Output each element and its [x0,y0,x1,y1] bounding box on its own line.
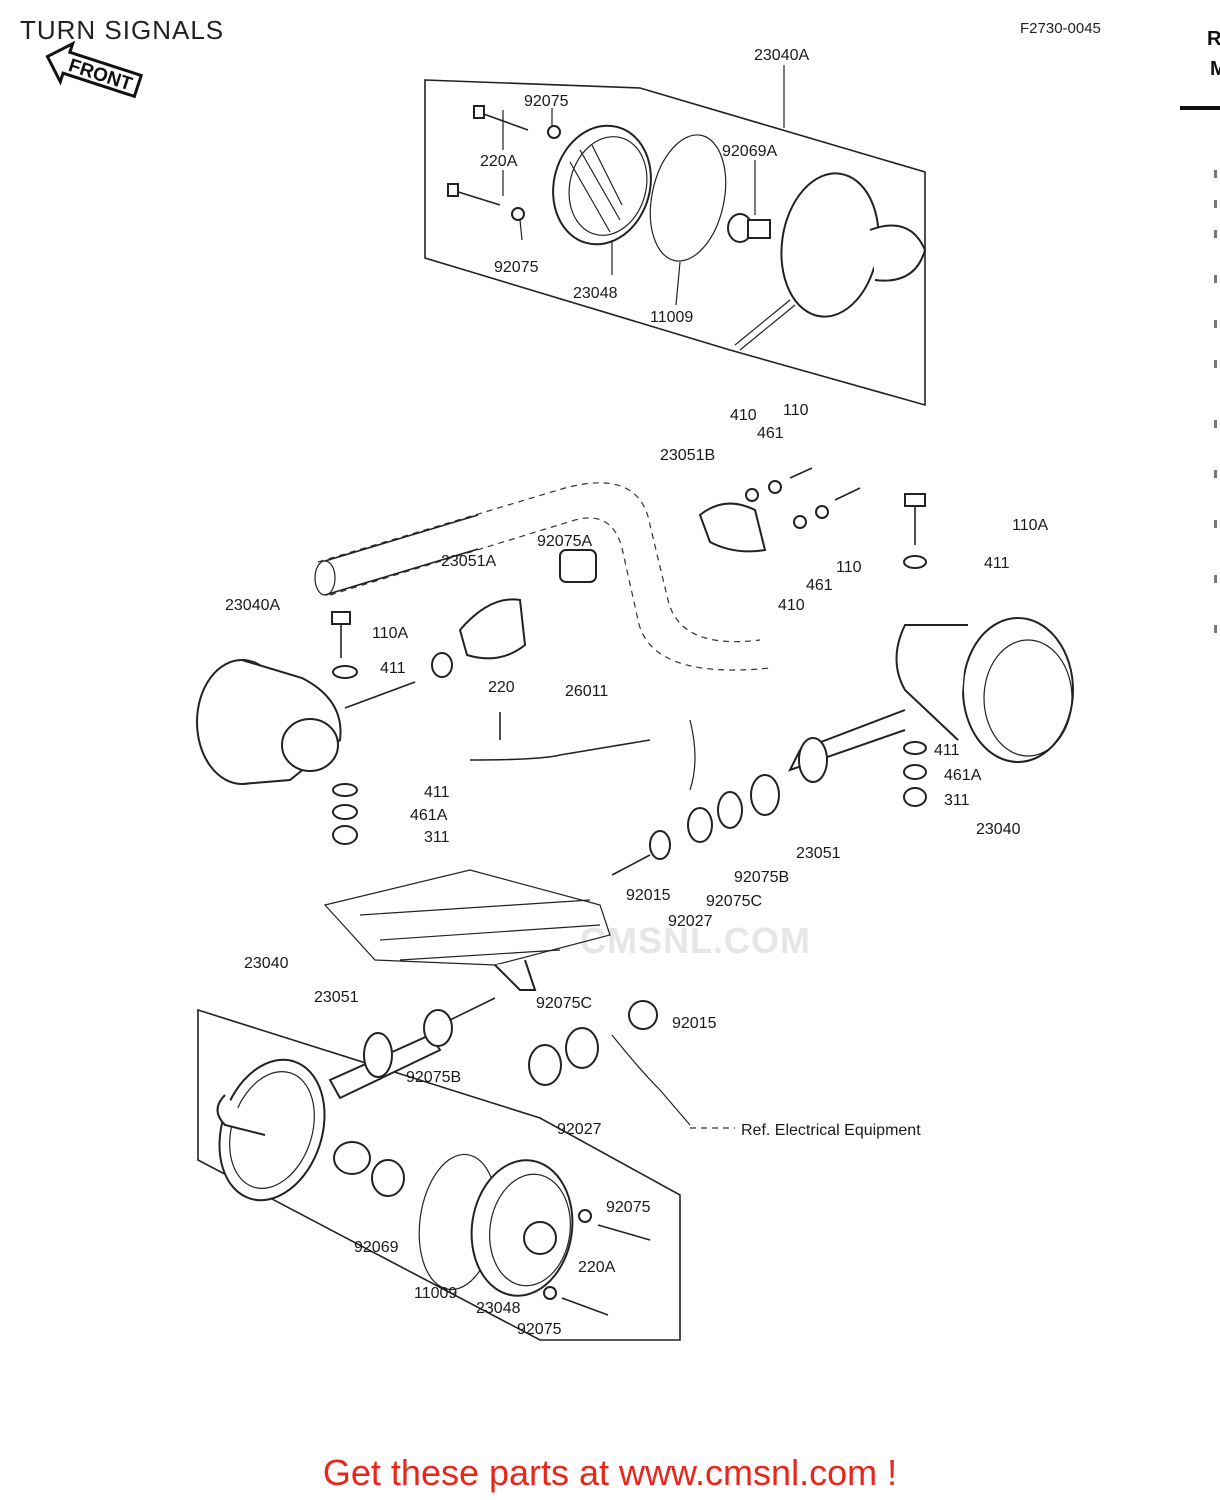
bottom-screws-220A [543,1209,651,1316]
callout-461-lower: 461 [806,577,833,594]
callout-92027-bottom: 92027 [557,1121,602,1138]
callout-110-upper: 110 [783,402,809,419]
side-column-fragment-m: M [1210,58,1220,80]
callout-11009-bottom: 11009 [414,1285,457,1302]
callout-92075B-bottom: 92075B [406,1069,461,1086]
callout-220: 220 [488,679,515,696]
callout-23051-right: 23051 [796,845,841,862]
rear-frame-bracket [323,869,611,991]
top-assembly-panel [424,79,926,407]
callout-ref-electrical: Ref. Electrical Equipment [741,1122,921,1139]
top-gasket-11009 [649,134,727,262]
callout-23051B: 23051B [660,447,715,464]
callout-110A-right: 110A [1012,517,1049,534]
top-lens-23048 [552,124,652,246]
top-washer-92075 [547,125,561,139]
callout-23040A-left: 23040A [225,597,280,614]
callout-411-right-lower: 411 [934,742,960,759]
footer-link-text[interactable]: Get these parts at www.cmsnl.com ! [322,1452,898,1493]
callout-220A-top: 220A [480,153,518,170]
bolt-110A-right [903,493,927,569]
callout-461A-left: 461A [410,807,448,824]
callout-23048-top: 23048 [573,285,618,302]
callout-92075A: 92075A [537,533,592,550]
callout-92069: 92069 [354,1239,399,1256]
bottom-housing-23040 [216,1058,326,1202]
callout-461A-right: 461A [944,767,982,784]
callout-110A-left: 110A [372,625,409,642]
callout-220A-bottom: 220A [578,1259,616,1276]
callout-311-right: 311 [944,792,970,809]
callout-23040-right: 23040 [976,821,1021,838]
callout-23040A-top: 23040A [754,47,809,64]
callout-23051-bottom: 23051 [314,989,359,1006]
callout-92075C-right: 92075C [706,893,762,910]
figure-number: F2730-0045 [1020,20,1101,37]
lead-wire-26011 [469,739,651,761]
bottom-assembly-panel [197,1008,681,1341]
callout-110-lower: 110 [836,559,862,576]
watermark-text: CMSNL.COM [580,920,811,961]
side-column-fragment-r: R [1207,28,1220,50]
callout-26011: 26011 [565,683,608,700]
grommet-92075A [559,549,597,583]
callout-11009-top: 11009 [650,309,693,326]
callout-92069A-top: 92069A [722,143,777,160]
callout-92027-right: 92027 [668,913,713,930]
clamp-23051B [698,467,861,553]
callout-92075-top-a: 92075 [524,93,569,110]
callout-92075-bottom-a: 92075 [606,1199,651,1216]
callout-410-lower: 410 [778,597,805,614]
right-lead-wire [689,719,696,791]
callout-23048-bottom: 23048 [476,1300,521,1317]
bottom-lens-23048 [470,1159,574,1297]
callout-23040-bottom: 23040 [244,955,289,972]
right-nuts-411-461A-311 [903,741,927,807]
callout-92075-bottom-b: 92075 [517,1321,562,1338]
bottom-grommets-92075C-92027-92015 [528,1000,691,1126]
right-stem-23051 [611,737,828,876]
callout-461-upper: 461 [757,425,784,442]
handlebar [314,482,771,671]
clamp-23051A [431,598,527,678]
callout-23051A: 23051A [441,553,496,570]
callout-92015-right: 92015 [626,887,671,904]
callout-411-right: 411 [984,555,1010,572]
callout-92015-bottom: 92015 [672,1015,717,1032]
bottom-stem-23051 [328,997,496,1100]
left-bolt-110A [331,611,358,679]
side-column-marks [1214,170,1217,633]
top-leader-lines [502,108,756,306]
diagram-title: TURN SIGNALS [20,15,225,45]
callout-92075-top-b: 92075 [494,259,539,276]
left-signal-23040A [196,659,416,785]
bottom-bulb-92069 [333,1141,405,1197]
callout-92075B-right: 92075B [734,869,789,886]
top-washer-92075-lower [511,207,525,221]
callout-311-left: 311 [424,829,450,846]
left-nuts-411-461A-311 [332,783,358,845]
callout-410-upper: 410 [730,407,757,424]
top-housing-23040A [734,172,927,351]
callout-411-left: 411 [380,660,406,677]
callout-92075C-bottom: 92075C [536,995,592,1012]
callout-411-left-lower: 411 [424,784,450,801]
top-bulb-92069A [727,213,771,243]
